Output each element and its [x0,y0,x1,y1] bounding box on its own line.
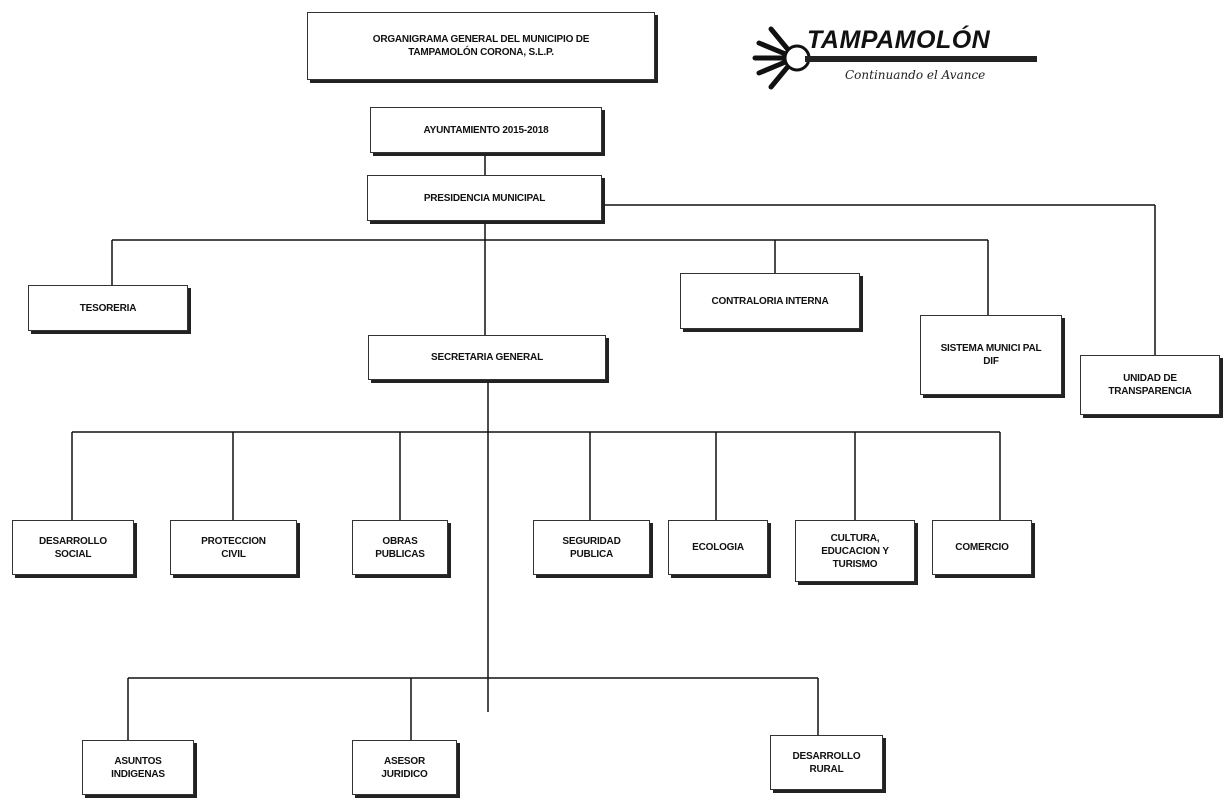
node-obras-publicas-line2: PUBLICAS [375,548,425,560]
node-presidencia-label: PRESIDENCIA MUNICIPAL [423,192,546,204]
node-desarrollo-rural: DESARROLLO RURAL [770,735,883,790]
node-asesor-juridico-line1: ASESOR [383,755,426,767]
node-comercio: COMERCIO [932,520,1032,575]
node-seguridad-publica: SEGURIDAD PUBLICA [533,520,650,575]
node-obras-publicas-line1: OBRAS [382,535,418,547]
node-asuntos-indigenas-line2: INDIGENAS [111,768,165,780]
node-tesoreria: TESORERIA [28,285,188,331]
node-ayuntamiento: AYUNTAMIENTO 2015-2018 [370,107,602,153]
node-transparencia-line1: UNIDAD DE [1123,373,1177,384]
node-proteccion-civil-line2: CIVIL [221,548,246,560]
node-tesoreria-label: TESORERIA [79,302,137,314]
chart-title-box: ORGANIGRAMA GENERAL DEL MUNICIPIO DE TAM… [307,12,655,80]
node-ayuntamiento-label: AYUNTAMIENTO 2015-2018 [423,124,549,136]
node-ecologia-label: ECOLOGIA [692,542,744,553]
node-transparencia-line2: TRANSPARENCIA [1108,386,1192,397]
logo-text: TAMPAMOLÓN [807,26,991,54]
node-asuntos-indigenas: ASUNTOS INDIGENAS [82,740,194,795]
node-contraloria: CONTRALORIA INTERNA [680,273,860,329]
node-presidencia: PRESIDENCIA MUNICIPAL [367,175,602,221]
chart-title-line2: TAMPAMOLÓN CORONA, S.L.P. [408,47,554,58]
node-asesor-juridico-line2: JURIDICO [381,768,428,780]
logo-slogan: Continuando el Avance [845,68,986,82]
node-comercio-label: COMERCIO [955,542,1009,553]
node-desarrollo-rural-line1: DESARROLLO [792,750,861,762]
node-desarrollo-rural-line2: RURAL [809,763,844,775]
logo-bar [805,56,1037,62]
node-seguridad-publica-line2: PUBLICA [569,548,614,560]
node-dif-line2: DIF [983,356,999,367]
node-asuntos-indigenas-line1: ASUNTOS [114,755,162,767]
node-dif: SISTEMA MUNICI PAL DIF [920,315,1062,395]
node-desarrollo-social: DESARROLLO SOCIAL [12,520,134,575]
node-proteccion-civil: PROTECCION CIVIL [170,520,297,575]
node-asesor-juridico: ASESOR JURIDICO [352,740,457,795]
sun-rays-icon [752,26,811,90]
node-cultura: CULTURA, EDUCACION Y TURISMO [795,520,915,582]
node-cultura-line1: CULTURA, [830,532,880,544]
node-obras-publicas: OBRAS PUBLICAS [352,520,448,575]
node-seguridad-publica-line1: SEGURIDAD [562,535,621,547]
node-secretaria-label: SECRETARIA GENERAL [431,352,543,363]
node-contraloria-label: CONTRALORIA INTERNA [711,295,829,307]
chart-title-line1: ORGANIGRAMA GENERAL DEL MUNICIPIO DE [372,34,590,45]
node-desarrollo-social-line1: DESARROLLO [38,535,107,547]
node-secretaria: SECRETARIA GENERAL [368,335,606,380]
node-transparencia: UNIDAD DE TRANSPARENCIA [1080,355,1220,415]
node-ecologia: ECOLOGIA [668,520,768,575]
tampamolon-logo: TAMPAMOLÓN Continuando el Avance [745,8,1045,108]
node-desarrollo-social-line2: SOCIAL [54,548,92,560]
node-proteccion-civil-line1: PROTECCION [201,535,266,547]
node-cultura-line3: TURISMO [832,558,878,570]
node-dif-line1: SISTEMA MUNICI PAL [940,343,1042,354]
node-cultura-line2: EDUCACION Y [821,545,889,557]
